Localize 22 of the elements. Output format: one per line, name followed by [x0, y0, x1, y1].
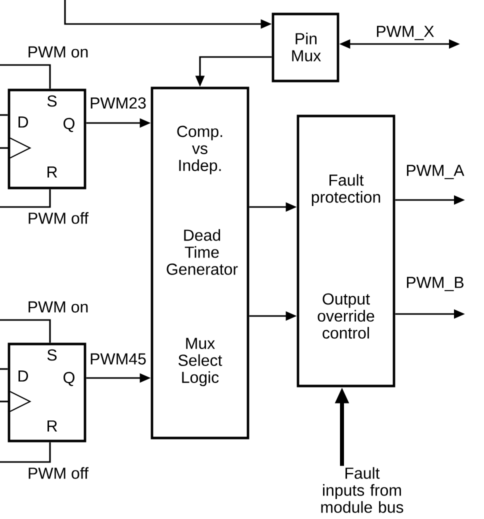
- signal-label: PWM23: [90, 97, 146, 109]
- line: [0, 64, 51, 89]
- signal-label: PWM off: [28, 467, 89, 479]
- line: [0, 368, 8, 370]
- line: [0, 114, 8, 116]
- block-text: Dead Time Generator: [166, 229, 238, 275]
- signal-label: PWM_A: [406, 164, 464, 180]
- line: [0, 189, 51, 208]
- block-text: Pin Mux: [292, 32, 321, 62]
- signal-label: PWM on: [28, 301, 88, 313]
- block-text: Fault protection: [312, 174, 380, 206]
- line: [0, 319, 51, 343]
- signal-label: PWM_B: [406, 276, 464, 292]
- signal-label: PWM_X: [376, 26, 434, 40]
- signal-label: PWM45: [90, 353, 146, 365]
- signal-label: PWM off: [28, 212, 89, 224]
- block-text: Comp. vs Indep.: [177, 126, 222, 174]
- block-text: Output override control: [318, 293, 374, 339]
- block-text: Mux Select Logic: [178, 338, 222, 386]
- line: [0, 442, 51, 463]
- signal-label: PWM on: [28, 46, 88, 58]
- input-text: Fault inputs from module bus: [321, 467, 404, 513]
